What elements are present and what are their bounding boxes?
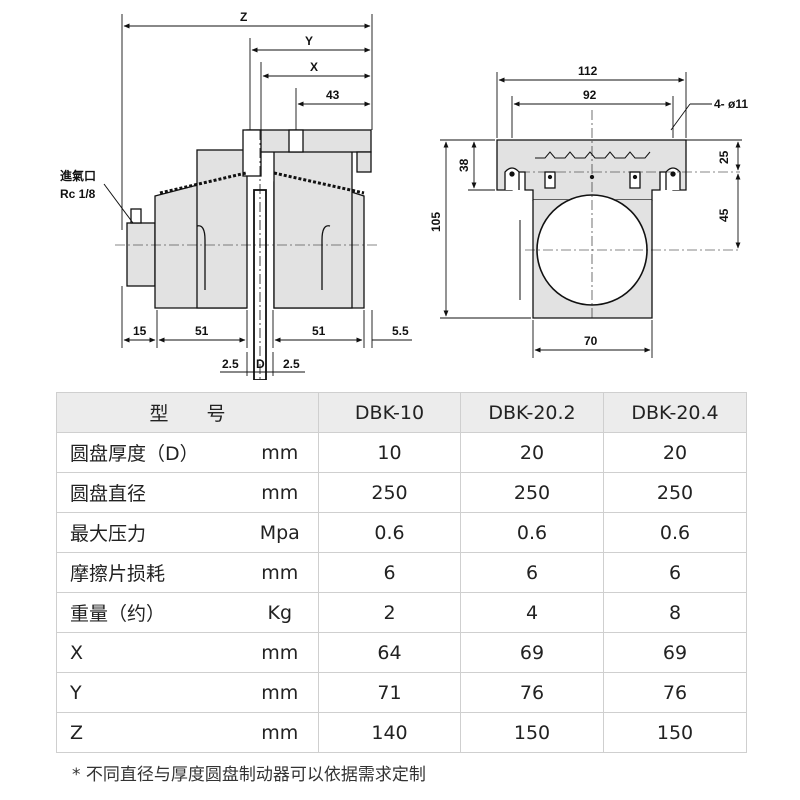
- table-row: X mm 64 69 69: [56, 632, 748, 673]
- table-row: 圆盘直径 mm 250 250 250: [56, 472, 748, 513]
- row-value: 6: [318, 552, 462, 593]
- row-name: Y: [56, 672, 242, 713]
- row-value: 8: [603, 592, 748, 633]
- footnote: * 不同直径与厚度圆盘制动器可以依据需求定制: [72, 765, 426, 785]
- dim-105-label: 105: [429, 212, 443, 232]
- row-name: Z: [56, 712, 242, 753]
- dim-x-label: X: [310, 60, 318, 74]
- row-unit: mm: [241, 432, 320, 473]
- dim-d-label: D: [256, 357, 265, 371]
- row-unit: mm: [241, 672, 320, 713]
- row-value: 20: [460, 432, 605, 473]
- row-unit: Mpa: [241, 512, 320, 553]
- dim-15-label: 15: [133, 324, 147, 338]
- row-value: 150: [603, 712, 748, 753]
- row-unit: Kg: [241, 592, 320, 633]
- dim-70-label: 70: [584, 334, 598, 348]
- dim-51-right-label: 51: [312, 324, 326, 338]
- side-view-dimensions: [121, 14, 412, 376]
- row-value: 6: [603, 552, 748, 593]
- row-value: 6: [460, 552, 605, 593]
- front-view-labels: 112 92 4- ø11 105 38 25 45 70: [429, 64, 748, 348]
- mount-plate: [496, 139, 687, 201]
- inlet-label-line2: Rc 1/8: [60, 187, 96, 201]
- row-unit: mm: [241, 712, 320, 753]
- table-row: 重量（约） Kg 2 4 8: [56, 592, 748, 633]
- table-header-row: 型 号 DBK-10 DBK-20.2 DBK-20.4: [55, 392, 748, 433]
- row-unit: mm: [241, 472, 320, 513]
- model-header-dbk-20-4: DBK-20.4: [603, 392, 748, 433]
- dim-2-5-right-label: 2.5: [283, 357, 300, 371]
- row-name: X: [56, 632, 242, 673]
- row-value: 0.6: [460, 512, 605, 553]
- dim-5-5-label: 5.5: [392, 324, 409, 338]
- row-value: 250: [603, 472, 748, 513]
- technical-drawing: 進氣口 Rc 1/8 Z Y X 43 15 51 51 5.5 2.5 D 2…: [60, 10, 748, 380]
- dim-92-label: 92: [583, 88, 597, 102]
- table-row: 圆盘厚度（D） mm 10 20 20: [56, 432, 748, 473]
- row-unit: mm: [241, 552, 320, 593]
- dim-112-label: 112: [578, 64, 598, 78]
- table-row: Y mm 71 76 76: [56, 672, 748, 713]
- row-value: 76: [460, 672, 605, 713]
- row-name: 圆盘直径: [56, 472, 242, 513]
- row-value: 150: [460, 712, 605, 753]
- front-view: [496, 110, 740, 320]
- dim-y-label: Y: [305, 34, 313, 48]
- row-value: 76: [603, 672, 748, 713]
- row-name: 最大压力: [56, 512, 242, 553]
- table-row: Z mm 140 150 150: [56, 712, 748, 753]
- model-header-dbk-20-2: DBK-20.2: [460, 392, 605, 433]
- dim-25-label: 25: [717, 150, 731, 164]
- row-value: 0.6: [603, 512, 748, 553]
- row-value: 250: [460, 472, 605, 513]
- mount-bracket: [246, 129, 372, 153]
- row-name: 重量（约）: [56, 592, 242, 633]
- row-value: 140: [318, 712, 462, 753]
- row-value: 69: [603, 632, 748, 673]
- dim-45-label: 45: [717, 208, 731, 222]
- spec-table: 型 号 DBK-10 DBK-20.2 DBK-20.4 圆盘厚度（D） mm …: [55, 392, 748, 753]
- row-value: 250: [318, 472, 462, 513]
- row-value: 10: [318, 432, 462, 473]
- row-value: 2: [318, 592, 462, 633]
- dim-2-5-left-label: 2.5: [222, 357, 239, 371]
- row-value: 71: [318, 672, 462, 713]
- row-value: 4: [460, 592, 605, 633]
- dim-holes-label: 4- ø11: [714, 97, 748, 111]
- row-unit: mm: [241, 632, 320, 673]
- row-name: 摩擦片损耗: [56, 552, 242, 593]
- row-value: 0.6: [318, 512, 462, 553]
- table-row: 最大压力 Mpa 0.6 0.6 0.6: [56, 512, 748, 553]
- row-value: 20: [603, 432, 748, 473]
- dim-43-label: 43: [326, 88, 340, 102]
- inlet-fitting: [126, 222, 156, 287]
- model-header: 型 号: [55, 392, 320, 433]
- model-header-dbk-10: DBK-10: [318, 392, 462, 433]
- dim-38-label: 38: [457, 158, 471, 172]
- table-row: 摩擦片损耗 mm 6 6 6: [56, 552, 748, 593]
- row-value: 64: [318, 632, 462, 673]
- dim-51-left-label: 51: [195, 324, 209, 338]
- gear-teeth: [535, 151, 651, 159]
- side-view-labels: 進氣口 Rc 1/8 Z Y X 43 15 51 51 5.5 2.5 D 2…: [60, 10, 409, 371]
- inlet-label-line1: 進氣口: [60, 168, 96, 183]
- dim-z-label: Z: [240, 10, 247, 24]
- row-value: 69: [460, 632, 605, 673]
- row-name: 圆盘厚度（D）: [56, 432, 242, 473]
- front-view-dimensions: [440, 72, 742, 358]
- side-view: [103, 129, 380, 380]
